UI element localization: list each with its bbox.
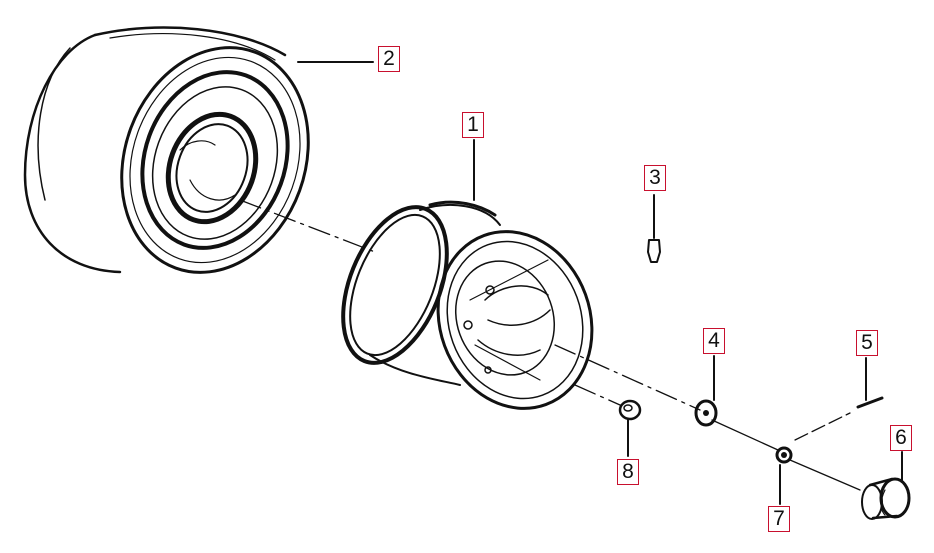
callout-4: 4 (703, 328, 725, 354)
axis-line (239, 199, 376, 253)
valve-stem (647, 199, 661, 263)
callout-7: 7 (768, 506, 790, 532)
callout-8: 8 (617, 459, 639, 485)
callout-1: 1 (462, 112, 484, 138)
callout-5: 5 (856, 330, 878, 356)
axis-line (554, 344, 701, 411)
tire (23, 26, 310, 274)
hub-cap (861, 477, 911, 520)
callout-3: 3 (644, 165, 666, 191)
lug-nut (618, 399, 642, 421)
cotter-pin (856, 396, 884, 409)
callout-6: 6 (890, 425, 912, 451)
washer (694, 399, 718, 427)
wheel-rim (341, 200, 594, 410)
callout-2: 2 (378, 46, 400, 72)
axle-nut (775, 446, 793, 464)
axis-line (574, 384, 621, 406)
